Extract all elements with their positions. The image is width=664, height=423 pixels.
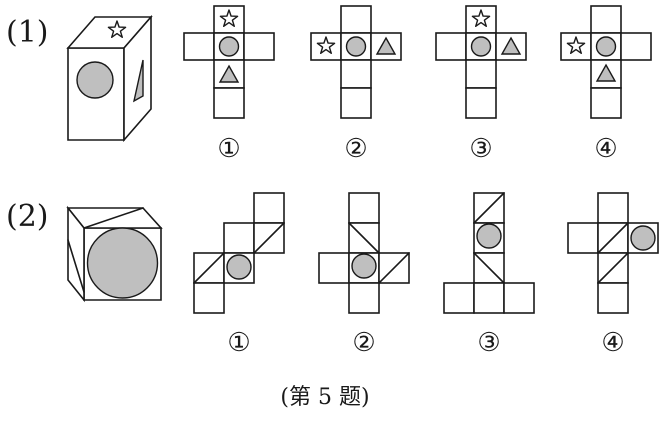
net-square: [590, 5, 622, 34]
net-square: [340, 59, 372, 89]
caption: (第 5 题): [280, 385, 369, 410]
net-square: [213, 87, 245, 119]
star-icon: [316, 36, 336, 54]
net-square: [340, 87, 372, 119]
net-1-3: [435, 5, 527, 119]
circle-icon: [351, 253, 377, 279]
net-square: [253, 192, 285, 224]
diagonal-line: [348, 222, 380, 254]
net-square: [340, 5, 372, 34]
net-square: [567, 222, 599, 254]
problem-1-label: (1): [6, 15, 49, 50]
cube-1-right-face: [123, 14, 152, 143]
cube-2-left-diagonal: [67, 239, 85, 293]
circle-icon: [218, 36, 240, 57]
cube-2-circle: [86, 227, 159, 299]
diagonal-line: [597, 222, 629, 254]
net-2-1: [193, 192, 285, 314]
star-icon: [219, 9, 239, 27]
problem-1-option-3: ③: [469, 134, 492, 164]
net-1-4: [560, 5, 652, 119]
problem-2-option-1: ①: [227, 328, 250, 358]
problem-2-label: (2): [6, 199, 49, 234]
net-square: [503, 282, 535, 314]
net-square: [473, 282, 505, 314]
circle-icon: [470, 36, 492, 57]
net-square: [597, 282, 629, 314]
net-square: [223, 222, 255, 254]
diagonal-line: [378, 252, 410, 284]
cube-1-circle: [76, 61, 114, 99]
cube-1-star: [107, 20, 127, 38]
circle-icon: [345, 36, 367, 57]
diagonal-line: [473, 192, 505, 224]
circle-icon: [226, 254, 252, 280]
problem-1-option-1: ①: [217, 134, 240, 164]
star-icon: [566, 36, 586, 54]
star-icon: [471, 9, 491, 27]
net-square: [183, 32, 215, 61]
problem-1-option-2: ②: [344, 134, 367, 164]
net-2-3: [443, 192, 535, 314]
triangle-icon: [595, 63, 617, 82]
diagonal-line: [253, 222, 285, 254]
diagonal-line: [597, 252, 629, 284]
problem-2-option-2: ②: [352, 328, 375, 358]
triangle-icon: [500, 36, 522, 55]
net-2-4: [567, 192, 659, 314]
net-square: [193, 282, 225, 314]
net-square: [465, 87, 497, 119]
net-square: [443, 282, 475, 314]
diagonal-line: [473, 252, 505, 284]
net-square: [318, 252, 350, 284]
net-square: [348, 282, 380, 314]
net-square: [590, 87, 622, 119]
circle-icon: [595, 36, 617, 57]
problem-2-option-3: ③: [477, 328, 500, 358]
net-square: [243, 32, 275, 61]
net-square: [435, 32, 467, 61]
cube-1: [66, 14, 153, 143]
cube-2-top-diagonal: [83, 207, 144, 229]
circle-icon: [476, 223, 502, 249]
triangle-icon: [218, 64, 240, 83]
net-square: [465, 59, 497, 89]
net-2-2: [318, 192, 410, 314]
problem-2-option-4: ④: [601, 328, 624, 358]
diagonal-line: [193, 252, 225, 284]
triangle-icon: [375, 36, 397, 55]
net-1-2: [310, 5, 402, 119]
problem-1-option-4: ④: [594, 134, 617, 164]
cube-1-triangle: [132, 59, 144, 103]
cube-2: [66, 205, 163, 303]
net-1-1: [183, 5, 275, 119]
circle-icon: [630, 225, 656, 251]
net-square: [620, 32, 652, 61]
net-square: [348, 192, 380, 224]
net-square: [597, 192, 629, 224]
